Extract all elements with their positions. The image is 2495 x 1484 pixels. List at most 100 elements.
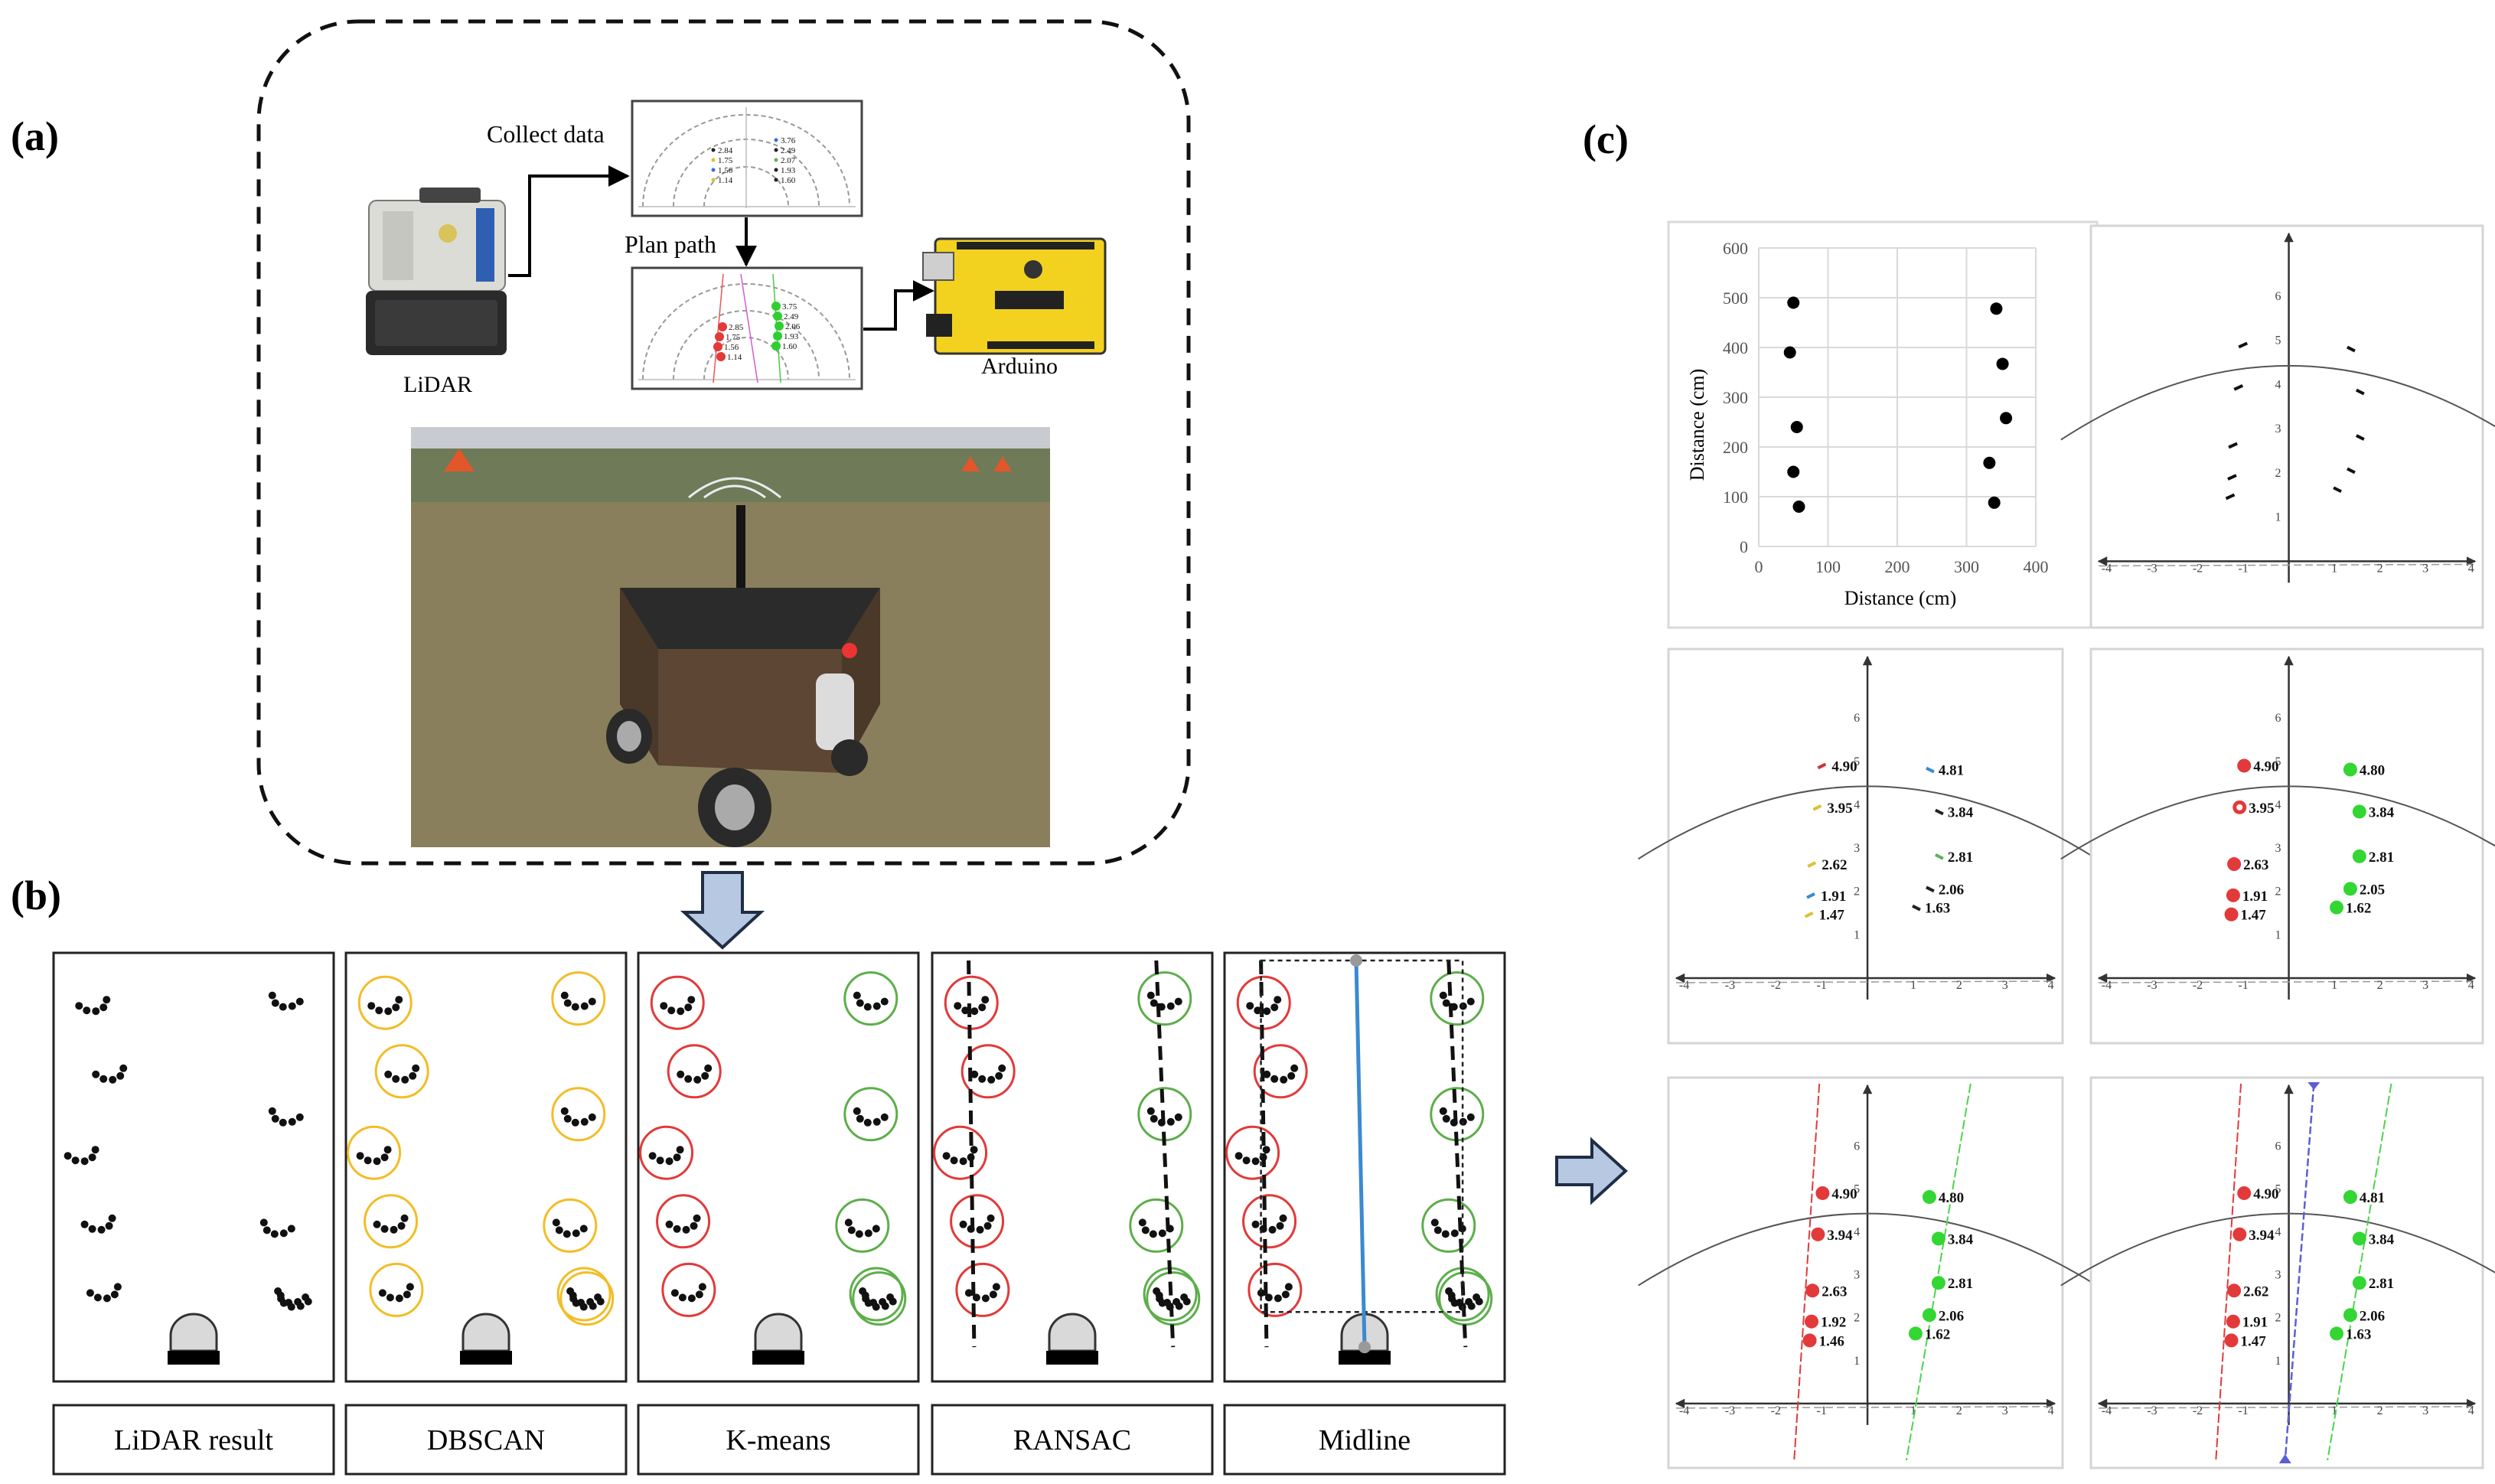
polar-x-tick: -3 [2147, 979, 2157, 992]
lidar-point [660, 1002, 668, 1010]
panel-label-a: (a) [11, 113, 59, 159]
polar-x-tick: 3 [2422, 979, 2428, 992]
lidar-point [1450, 1229, 1459, 1238]
step-panel-4: RANSAC [931, 951, 1214, 1476]
right-distance-label: 4.81 [2360, 1190, 2385, 1206]
lidar-point [580, 1117, 589, 1126]
robot-icon [461, 1313, 510, 1352]
lidar-point [80, 1157, 89, 1166]
polar-x-tick: -2 [2193, 979, 2203, 992]
lidar-point [270, 1230, 279, 1238]
step-plot-frame [52, 951, 335, 1383]
right-distance-label: 1.63 [2346, 1326, 2371, 1342]
lidar-point [412, 1064, 420, 1072]
polar-x-tick: -4 [2102, 562, 2112, 575]
lidar-point [295, 1113, 304, 1121]
lidar-point [1433, 1226, 1442, 1234]
lidar-point [954, 1002, 962, 1010]
right-distance-label: 4.81 [1939, 763, 1964, 779]
lidar-point [1251, 1220, 1260, 1228]
lidar-point [863, 1003, 872, 1011]
left-distance-label: 2.63 [1822, 1283, 1847, 1300]
polar-y-tick: 1 [2275, 511, 2281, 524]
raw-point [2228, 442, 2238, 449]
lidar-point [1263, 1070, 1271, 1078]
lidar-point [677, 1070, 685, 1078]
left-cluster-point [2227, 857, 2242, 872]
labeled-point [1807, 861, 1817, 868]
scatter-points [1783, 296, 2013, 513]
fit-line-left [1793, 1083, 1821, 1461]
lidar-point [378, 1289, 386, 1297]
plan-value-2: 1.75 [726, 333, 741, 342]
scatter-point [1787, 296, 1800, 309]
lidar-point [92, 1007, 100, 1016]
polar-x-tick: -2 [2193, 562, 2203, 575]
lidar-point [1254, 1006, 1262, 1015]
scatter-point [1983, 456, 1996, 469]
raw-point [2233, 384, 2244, 391]
lidar-point [1166, 1002, 1175, 1010]
lidar-point [279, 1118, 287, 1127]
left-distance-label: 4.90 [2253, 758, 2278, 775]
lidar-point [676, 1146, 684, 1154]
lidar-point [572, 1299, 580, 1307]
lidar-point [80, 1220, 89, 1228]
midline-endpoint [1358, 1341, 1371, 1354]
right-distance-label: 2.81 [2369, 850, 2394, 866]
lidar-point [375, 1006, 383, 1015]
x-tick-label: 200 [1885, 557, 1910, 576]
lidar-point [844, 1218, 853, 1227]
lidar-point [989, 1290, 997, 1299]
lidar-point [71, 1156, 80, 1165]
arduino-label: Arduino [981, 354, 1058, 379]
polar-y-tick: 1 [2275, 1355, 2281, 1368]
lidar-point [103, 996, 111, 1004]
lidar-point [108, 1214, 116, 1222]
arduino-arrow [863, 280, 934, 331]
cluster-circle [559, 1271, 615, 1326]
lidar-point [364, 1156, 372, 1165]
lidar-point [1274, 996, 1282, 1004]
lidar-point [1466, 997, 1475, 1006]
lidar-point [1150, 999, 1158, 1007]
lidar-point [687, 1294, 696, 1303]
lidar-point [296, 1302, 305, 1310]
polar-x-axis-shadow [2098, 1406, 2476, 1409]
fit-line-right [1905, 1083, 1972, 1461]
lidar-point [648, 1152, 657, 1160]
lidar-point [383, 1146, 392, 1154]
right-distance-label: 3.84 [2369, 804, 2395, 820]
step-label: DBSCAN [427, 1424, 545, 1456]
left-distance-label: 2.62 [2243, 1283, 2268, 1300]
plan-value-5: 3.75 [782, 302, 797, 311]
polar-x-tick: 2 [2377, 1404, 2383, 1417]
robot-icon-base [168, 1351, 220, 1365]
lidar-point [560, 991, 569, 1000]
cluster-circle [852, 1271, 907, 1326]
lidar-point [395, 1294, 403, 1303]
raw-point [2355, 388, 2365, 396]
lidar-point [569, 1291, 577, 1300]
lidar-device [366, 188, 507, 355]
left-cluster-point [2224, 1333, 2239, 1348]
left-distance-label: 4.90 [1831, 758, 1857, 775]
scatter-point [1790, 421, 1803, 433]
polar-arc [2060, 1212, 2495, 1287]
lidar-point [571, 1118, 579, 1127]
lidar-point [872, 1303, 880, 1311]
polar-y-tick: 3 [2275, 1269, 2281, 1282]
cluster-circle [551, 971, 606, 1026]
lidar-point [872, 1225, 880, 1233]
raw-point [2347, 345, 2356, 353]
y-tick-label: 200 [1723, 438, 1748, 457]
x-tick-label: 300 [1954, 557, 1979, 576]
polar-y-tick: 5 [1854, 1182, 1860, 1195]
lidar-point [555, 1226, 563, 1234]
lidar-point [401, 1075, 409, 1084]
plan-value-3: 1.56 [724, 343, 739, 352]
lidar-point [1279, 1214, 1287, 1222]
cluster-circle [1129, 1198, 1184, 1253]
